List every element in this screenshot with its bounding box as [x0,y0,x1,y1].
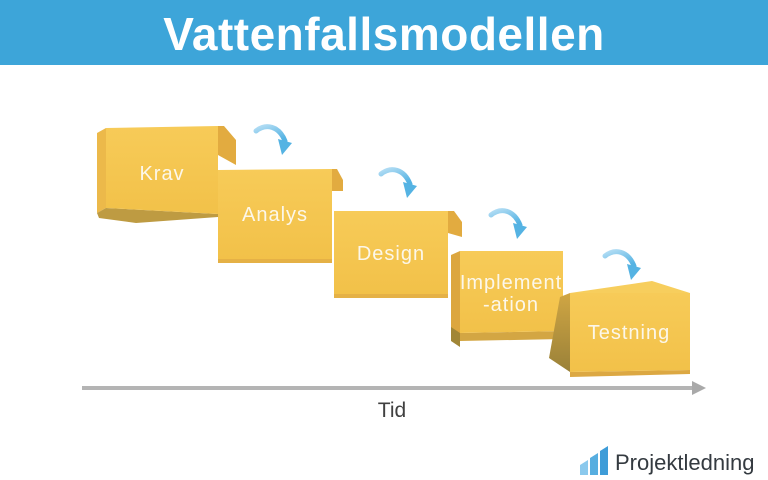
brand-name: Projektledning [615,450,755,475]
box-top-face [570,281,690,296]
box-corner-fold [448,211,462,237]
box-bottom-shadow [218,259,332,263]
box-face [570,293,690,372]
axis-label: Tid [378,399,406,422]
flow-arrow-icon [253,124,292,155]
box-left-side [451,251,460,339]
box-bottom-shadow [97,208,218,223]
stage-label: Analys [242,204,308,226]
brand-logo: Projektledning [580,444,754,476]
stage-label-line2: -ation [483,294,539,316]
stage-box-analys: Analys [218,169,343,263]
stage-label: Implement [460,272,562,294]
growth-bars-icon [580,446,608,475]
flow-arrow-icon [488,208,527,239]
time-axis: Tid [82,381,706,422]
flow-arrow-icon [602,249,641,280]
stage-label: Krav [139,163,184,185]
box-face [334,211,448,294]
page-title: Vattenfallsmodellen [163,7,605,60]
box-bottom-shadow [334,294,448,298]
axis-arrowhead-icon [692,381,706,395]
box-bottom-shadow [460,331,563,341]
stage-box-testning: Testning [549,281,690,377]
stage-box-implementation: Implement -ation [451,251,563,347]
flow-arrow-icon [378,167,417,198]
box-face [460,251,563,333]
stage-label: Testning [588,322,671,344]
box-face [218,169,332,259]
box-left-shadow [451,327,460,347]
box-corner-fold [332,169,343,191]
header-banner: Vattenfallsmodellen [0,0,768,65]
box-left-side [97,128,106,213]
stage-box-design: Design [334,211,462,298]
box-left-side [549,293,570,372]
box-bottom-shadow [570,370,690,377]
stage-label: Design [357,243,425,265]
stage-box-krav: Krav [97,126,236,223]
box-face [106,126,218,214]
box-corner-fold [218,126,236,165]
